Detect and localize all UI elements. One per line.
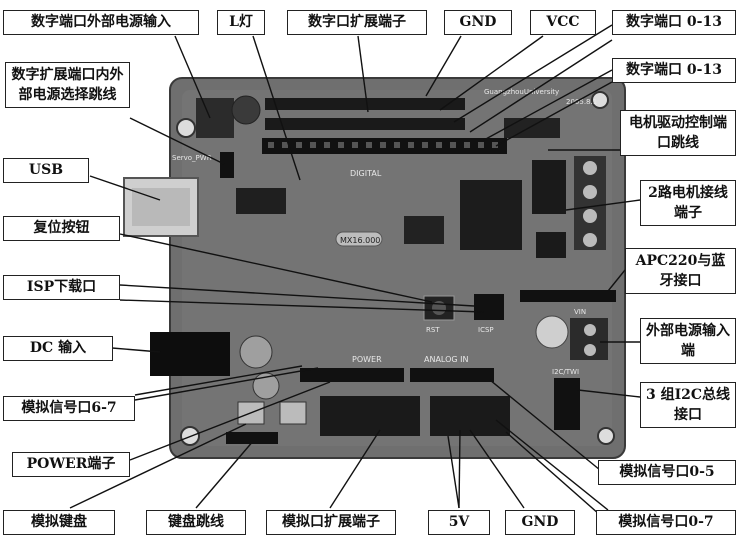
motor-jumpers bbox=[532, 160, 566, 214]
label-five-v: 5V bbox=[428, 510, 490, 535]
keypad-button-2 bbox=[280, 402, 306, 424]
label-keypad-jumper: 键盘跳线 bbox=[146, 510, 246, 535]
label-analog-6-7: 模拟信号口6-7 bbox=[3, 396, 135, 421]
label-gnd-bottom: GND bbox=[505, 510, 575, 535]
label-apc220-bluetooth: APC220与蓝牙接口 bbox=[625, 248, 736, 294]
label-gnd-top: GND bbox=[444, 10, 512, 35]
dc-jack bbox=[150, 332, 230, 376]
label-reset-button: 复位按钮 bbox=[3, 216, 120, 241]
label-motor-terminal: 2路电机接线端子 bbox=[640, 180, 736, 226]
analog-header bbox=[410, 368, 494, 382]
label-digital-ext-header: 数字口扩展端子 bbox=[287, 10, 427, 35]
label-motor-ctrl-jumper: 电机驱动控制端口跳线 bbox=[620, 110, 736, 156]
mcu-chip bbox=[460, 180, 522, 250]
label-power-header: POWER端子 bbox=[12, 452, 130, 477]
small-chip bbox=[404, 216, 444, 244]
apc220-header bbox=[520, 290, 616, 302]
top-header-row-1 bbox=[265, 98, 465, 110]
capacitor-dc bbox=[240, 336, 272, 368]
silk-analog-in: ANALOG IN bbox=[424, 355, 469, 364]
motor-ctrl-header bbox=[504, 118, 560, 138]
label-ext-power-in: 外部电源输入端 bbox=[640, 318, 736, 364]
motor-jumpers-2 bbox=[536, 232, 566, 258]
label-analog-keypad: 模拟键盘 bbox=[3, 510, 115, 535]
label-digital-port-1: 数字端口 0-13 bbox=[612, 10, 736, 35]
label-analog-0-5: 模拟信号口0-5 bbox=[598, 460, 736, 485]
analog-ext-header bbox=[320, 396, 420, 436]
power-select-jumper bbox=[220, 152, 234, 178]
label-analog-ext-header: 模拟口扩展端子 bbox=[266, 510, 396, 535]
label-analog-0-7: 模拟信号口0-7 bbox=[596, 510, 736, 535]
label-digital-port-2: 数字端口 0-13 bbox=[612, 58, 736, 83]
label-digital-ext-power-in: 数字端口外部电源输入 bbox=[3, 10, 199, 35]
icsp-header bbox=[474, 294, 504, 320]
usb-chip bbox=[236, 188, 286, 214]
i2c-header bbox=[554, 378, 580, 430]
label-l-led: L灯 bbox=[217, 10, 265, 35]
ext-power-terminal bbox=[196, 98, 234, 138]
power-header bbox=[300, 368, 404, 382]
silk-icsp: ICSP bbox=[478, 326, 494, 334]
label-vcc: VCC bbox=[530, 10, 596, 35]
top-header-row-2 bbox=[265, 118, 465, 130]
silk-i2c: I2C/TWI bbox=[552, 368, 579, 376]
label-usb: USB bbox=[3, 158, 89, 183]
silk-power: POWER bbox=[352, 355, 382, 364]
mount-hole bbox=[177, 119, 195, 137]
silk-vin: VIN bbox=[574, 308, 586, 316]
silk-digital: DIGITAL bbox=[350, 169, 382, 178]
label-digital-ext-power-select: 数字扩展端口内外部电源选择跳线 bbox=[5, 62, 130, 108]
capacitor-right bbox=[536, 316, 568, 348]
silk-crystal: MX16.000 bbox=[340, 236, 380, 245]
label-isp-port: ISP下载口 bbox=[3, 275, 120, 300]
silk-rst: RST bbox=[426, 326, 440, 334]
label-i2c-port: 3 组I2C总线接口 bbox=[640, 382, 736, 428]
mount-hole bbox=[598, 428, 614, 444]
capacitor-top bbox=[232, 96, 260, 124]
silk-univ: GuangzhouUniversity bbox=[484, 88, 559, 96]
label-dc-input: DC 输入 bbox=[3, 336, 113, 361]
